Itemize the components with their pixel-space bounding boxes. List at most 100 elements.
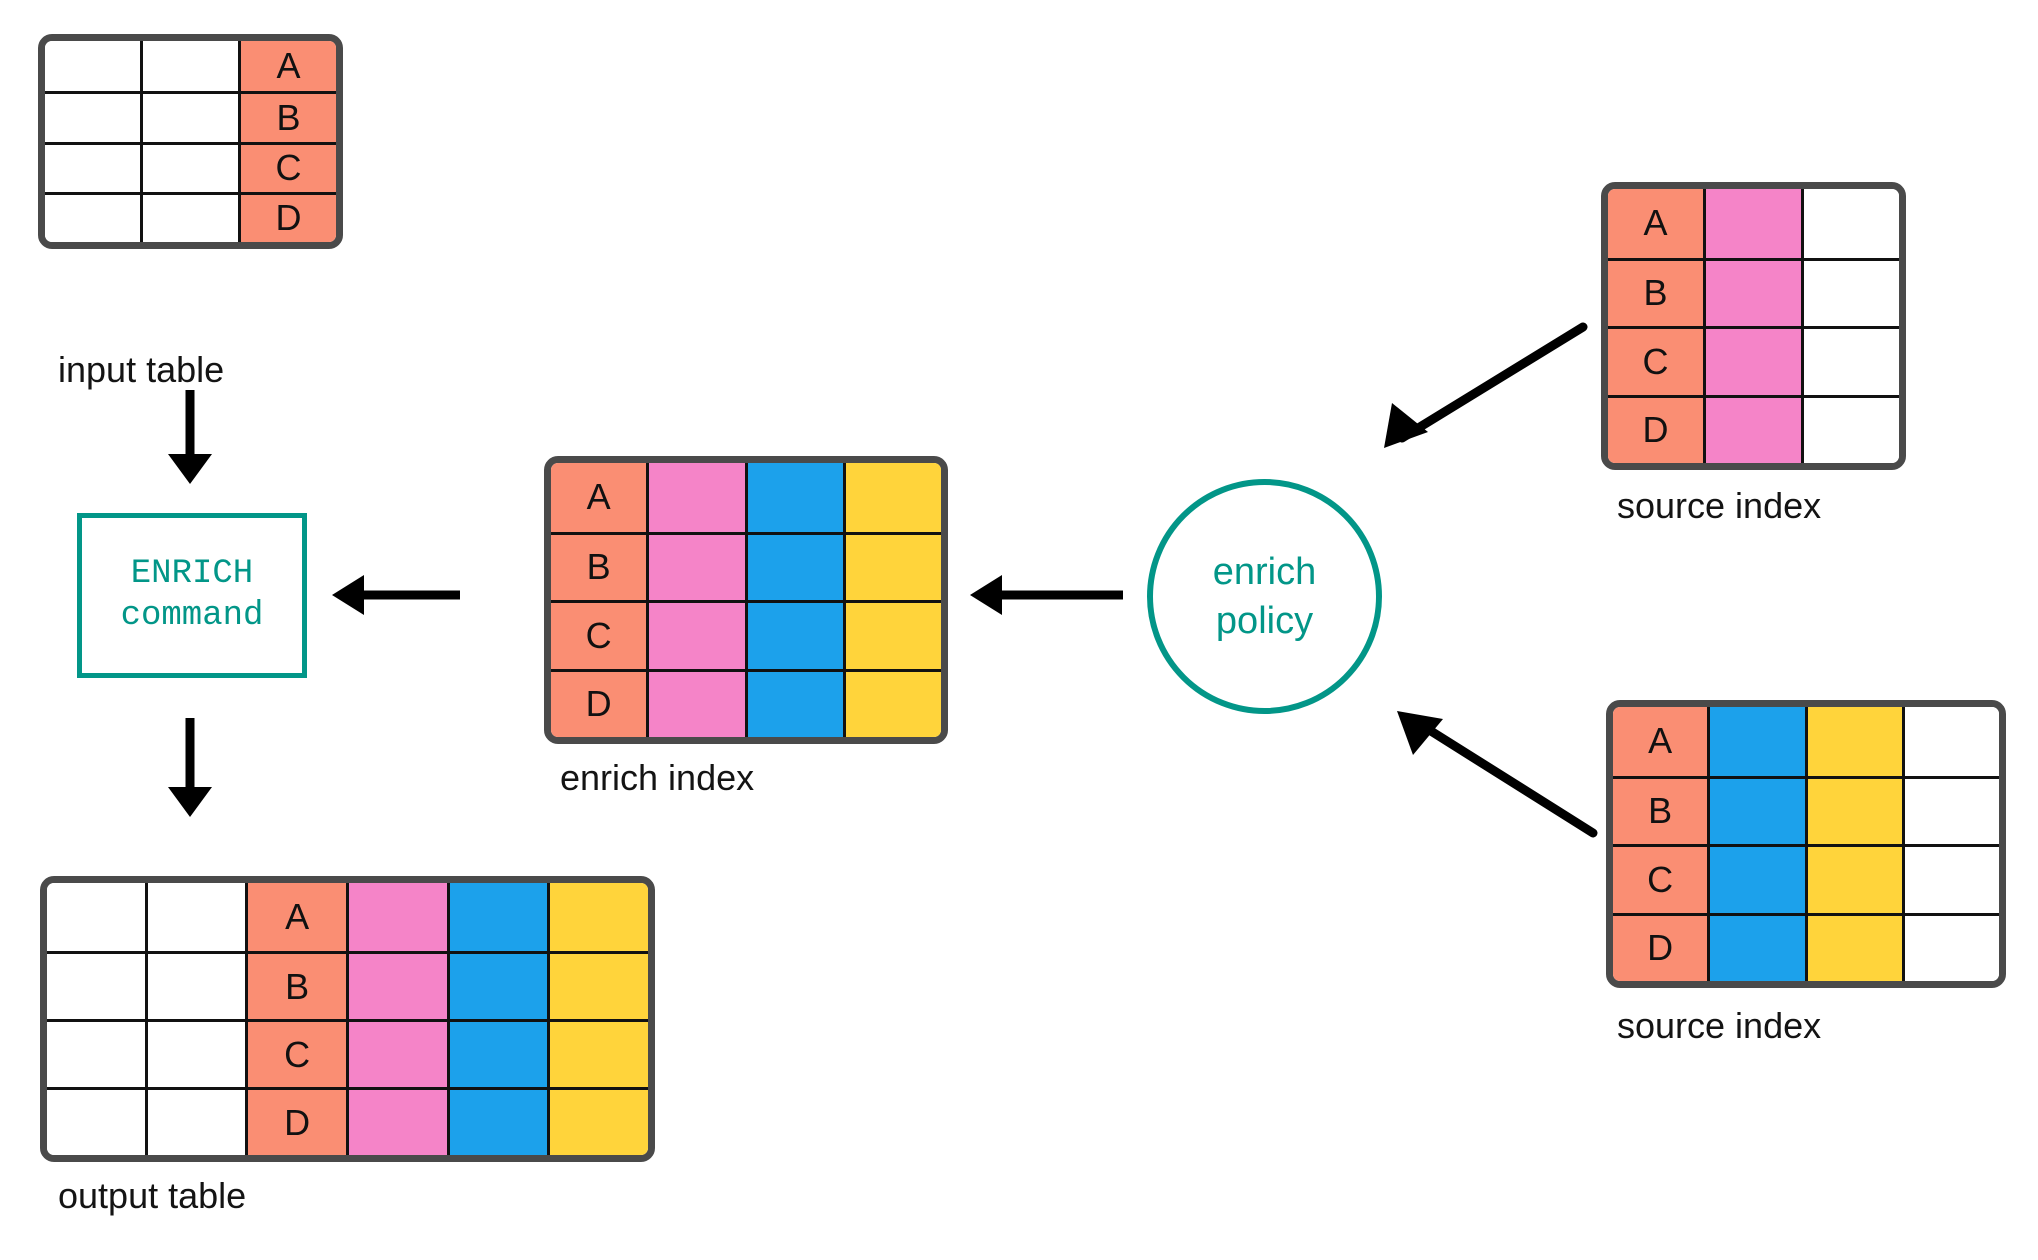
table-cell: C: [238, 141, 336, 192]
enrich-policy-circle[interactable]: enrich policy: [1147, 479, 1382, 714]
table-cell: [1901, 912, 1999, 981]
table-cell: [1801, 257, 1899, 326]
table-cell: D: [1608, 394, 1703, 463]
table-cell: [1707, 844, 1805, 913]
enrich-policy-line2: policy: [1215, 599, 1314, 642]
table-cell: [47, 1019, 145, 1087]
table-cell: [346, 1087, 447, 1155]
table-cell: A: [551, 463, 647, 532]
table-row: A: [1608, 189, 1899, 258]
arrow-source-top-to-policy: [1370, 320, 1590, 450]
table-cell: A: [238, 41, 336, 92]
table-cell: [744, 531, 843, 600]
table-cell: [140, 141, 238, 192]
table-cell: [646, 463, 745, 532]
table-cell: [144, 1019, 246, 1087]
table-cell: [1901, 707, 1999, 776]
enrich-policy-line1: enrich: [1212, 550, 1317, 593]
table-cell: [1707, 707, 1805, 776]
arrow-enrich-index-to-command: [330, 565, 460, 625]
table-cell: [144, 1087, 246, 1155]
table-row: A: [45, 41, 336, 92]
table-cell: [1707, 912, 1805, 981]
table-cell: [547, 1019, 648, 1087]
table-cell: C: [1613, 844, 1708, 913]
table-cell: [1804, 912, 1902, 981]
table-cell: [140, 91, 238, 142]
table-cell: [45, 91, 140, 142]
table-row: B: [551, 531, 941, 600]
table-cell: A: [245, 883, 347, 951]
arrow-policy-to-enrich-index: [968, 565, 1123, 625]
input-table-caption: input table: [58, 349, 225, 390]
table-cell: [1703, 394, 1801, 463]
table-cell: C: [245, 1019, 347, 1087]
table-cell: [47, 951, 145, 1019]
table-cell: [346, 951, 447, 1019]
table-cell: [744, 668, 843, 737]
table-cell: [646, 600, 745, 669]
enrich-index-caption: enrich index: [560, 757, 755, 798]
table-cell: D: [1613, 912, 1708, 981]
table-row: A: [47, 883, 648, 951]
table-row: D: [1613, 912, 1999, 981]
table-cell: [842, 668, 941, 737]
table-cell: D: [245, 1087, 347, 1155]
table-cell: C: [1608, 326, 1703, 395]
table-cell: B: [238, 91, 336, 142]
table-cell: D: [238, 191, 336, 242]
table-cell: [1707, 775, 1805, 844]
table-row: B: [1608, 257, 1899, 326]
table-row: C: [1608, 326, 1899, 395]
table-cell: [1804, 707, 1902, 776]
table-row: C: [1613, 844, 1999, 913]
table-cell: [744, 463, 843, 532]
table-cell: [1901, 844, 1999, 913]
table-row: D: [45, 191, 336, 242]
source-index-top-caption: source index: [1617, 485, 1822, 526]
table-cell: [140, 41, 238, 92]
table-row: C: [551, 600, 941, 669]
table-cell: [47, 883, 145, 951]
table-row: B: [47, 951, 648, 1019]
table-cell: [842, 600, 941, 669]
table-cell: [744, 600, 843, 669]
table-row: B: [45, 91, 336, 142]
table-cell: [1703, 257, 1801, 326]
enrich-command-line1: ENRICH: [130, 555, 254, 594]
table-cell: [45, 41, 140, 92]
table-row: D: [1608, 394, 1899, 463]
table-row: D: [551, 668, 941, 737]
table-cell: [646, 668, 745, 737]
table-cell: [1801, 394, 1899, 463]
table-cell: [446, 1019, 548, 1087]
table-cell: [842, 463, 941, 532]
table-cell: [446, 1087, 548, 1155]
table-cell: [346, 1019, 447, 1087]
table-cell: A: [1608, 189, 1703, 258]
table-cell: A: [1613, 707, 1708, 776]
table-row: A: [551, 463, 941, 532]
source-index-bottom-caption: source index: [1617, 1005, 1822, 1046]
table-cell: [547, 883, 648, 951]
table-cell: D: [551, 668, 647, 737]
table-cell: [1804, 844, 1902, 913]
table-cell: [547, 951, 648, 1019]
table-cell: [646, 531, 745, 600]
enrich-command-box[interactable]: ENRICH command: [77, 513, 307, 678]
table-cell: [842, 531, 941, 600]
arrow-input-to-command: [160, 390, 220, 485]
table-cell: [1804, 775, 1902, 844]
table-cell: B: [245, 951, 347, 1019]
output-table-caption: output table: [58, 1175, 247, 1216]
table-cell: [144, 951, 246, 1019]
table-cell: [547, 1087, 648, 1155]
table-cell: [446, 951, 548, 1019]
table-cell: [47, 1087, 145, 1155]
table-cell: [1801, 326, 1899, 395]
table-cell: [144, 883, 246, 951]
table-cell: B: [551, 531, 647, 600]
